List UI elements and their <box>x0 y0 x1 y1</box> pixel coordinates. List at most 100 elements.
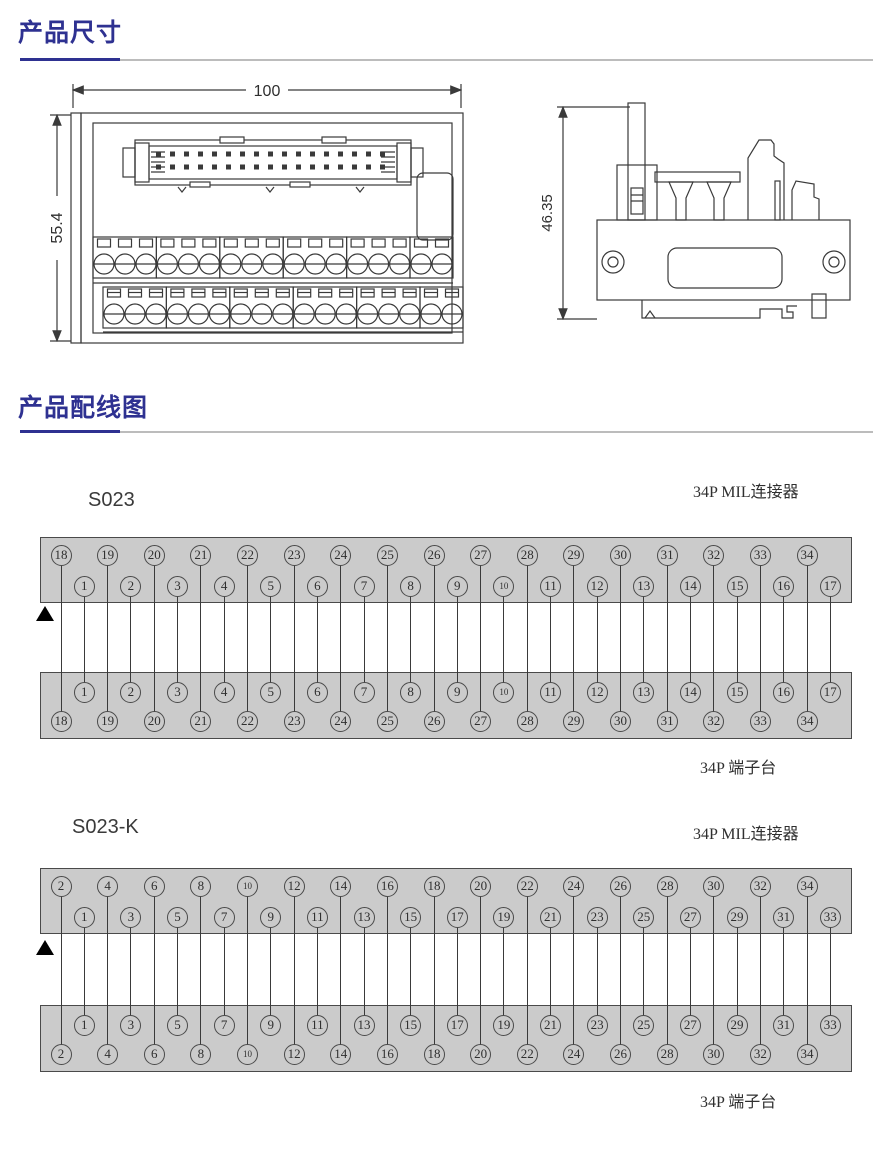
wire-line <box>363 917 365 1025</box>
pin-circle: 23 <box>283 710 305 732</box>
pin-circle: 23 <box>586 906 608 928</box>
wire-line <box>713 555 715 721</box>
section-rule <box>120 431 873 433</box>
pin-circle: 32 <box>749 875 771 897</box>
wire-line <box>503 586 505 692</box>
wire-line <box>340 886 342 1054</box>
pin-circle: 21 <box>540 906 562 928</box>
pin-circle: 29 <box>726 1014 748 1036</box>
pin-circle: 30 <box>610 544 631 566</box>
wire-line <box>783 586 785 692</box>
pin-circle: 14 <box>679 575 701 597</box>
wire-line <box>83 917 85 1025</box>
pin-circle: 5 <box>167 906 189 928</box>
pin-circle: 20 <box>470 1043 492 1065</box>
pin-circle: 9 <box>446 575 468 597</box>
orientation-marker <box>36 940 54 955</box>
pin-circle: 12 <box>283 1043 305 1065</box>
front-view-geometry <box>48 81 464 344</box>
pin-circle: 9 <box>260 906 282 928</box>
pin-circle: 18 <box>423 1043 445 1065</box>
pin-circle: 1 <box>73 906 95 928</box>
pin-circle: 22 <box>237 710 258 732</box>
pin-circle: 17 <box>446 1014 468 1036</box>
pin-circle: 12 <box>586 575 608 597</box>
wire-line <box>666 886 668 1054</box>
wire-line <box>713 886 715 1054</box>
pin-circle: 5 <box>260 681 282 703</box>
wire-line <box>783 917 785 1025</box>
pin-circle: 14 <box>679 681 701 703</box>
pin-circle: 1 <box>73 575 95 597</box>
pin-circle: 32 <box>703 544 725 566</box>
wire-line <box>666 555 668 721</box>
pin-circle: 5 <box>167 1014 189 1036</box>
model-label-s023: S023 <box>88 489 135 511</box>
wire-line <box>130 917 132 1025</box>
wire-line <box>759 886 761 1054</box>
pin-circle: 8 <box>190 875 212 897</box>
pin-circle: 27 <box>470 544 492 566</box>
pin-circle: 25 <box>633 1014 655 1036</box>
wire-line <box>60 555 62 721</box>
wire-line <box>410 586 412 692</box>
wire-line <box>736 586 738 692</box>
side-height-dimension: 46.35 <box>539 194 556 232</box>
pin-circle: 32 <box>749 1043 771 1065</box>
pin-circle: 10 <box>237 875 258 897</box>
pin-circle: 10 <box>493 575 515 597</box>
wire-line <box>550 586 552 692</box>
section-rule-accent <box>20 430 120 433</box>
pin-circle: 34 <box>796 1043 818 1065</box>
pin-circle: 13 <box>353 906 375 928</box>
pin-circle: 34 <box>796 710 818 732</box>
pin-circle: 33 <box>749 544 771 566</box>
wire-line <box>247 555 248 721</box>
pin-circle: 21 <box>190 544 212 566</box>
pin-circle: 15 <box>400 1014 422 1036</box>
wire-line <box>433 555 435 721</box>
pin-circle: 11 <box>306 1014 328 1036</box>
pin-circle: 11 <box>306 906 328 928</box>
wire-line <box>223 917 225 1025</box>
wire-line <box>573 886 575 1054</box>
pin-circle: 8 <box>400 681 422 703</box>
pin-circle: 3 <box>167 575 189 597</box>
pin-circle: 4 <box>97 1043 119 1065</box>
pin-circle: 20 <box>143 710 165 732</box>
pin-circle: 17 <box>446 906 468 928</box>
front-height-dimension: 55.4 <box>49 212 66 243</box>
pin-circle: 14 <box>330 875 352 897</box>
pin-circle: 23 <box>283 544 305 566</box>
pin-circle: 16 <box>773 681 795 703</box>
wire-line <box>293 886 295 1054</box>
section-title-wiring: 产品配线图 <box>18 394 149 422</box>
side-view-geometry <box>557 102 851 321</box>
wire-line <box>410 917 412 1025</box>
pin-circle: 26 <box>610 1043 631 1065</box>
pin-circle: 13 <box>633 681 655 703</box>
wire-line <box>596 917 598 1025</box>
wire-line <box>386 886 388 1054</box>
wire-line <box>503 917 505 1025</box>
pin-circle: 16 <box>376 875 398 897</box>
pin-circle: 7 <box>213 1014 235 1036</box>
pin-circle: 25 <box>376 710 398 732</box>
pin-circle: 19 <box>97 710 119 732</box>
wire-line <box>736 917 738 1025</box>
wire-line <box>107 555 109 721</box>
pin-circle: 10 <box>493 681 515 703</box>
pin-circle: 2 <box>120 575 142 597</box>
wire-line <box>130 586 132 692</box>
wire-line <box>60 886 62 1054</box>
wire-line <box>433 886 435 1054</box>
pin-circle: 33 <box>819 1014 841 1036</box>
wire-line <box>270 917 272 1025</box>
pin-circle: 26 <box>610 875 631 897</box>
pin-circle: 31 <box>773 906 795 928</box>
wire-line <box>223 586 225 692</box>
pin-circle: 2 <box>50 875 72 897</box>
pin-circle: 22 <box>516 1043 538 1065</box>
wire-line <box>270 586 272 692</box>
